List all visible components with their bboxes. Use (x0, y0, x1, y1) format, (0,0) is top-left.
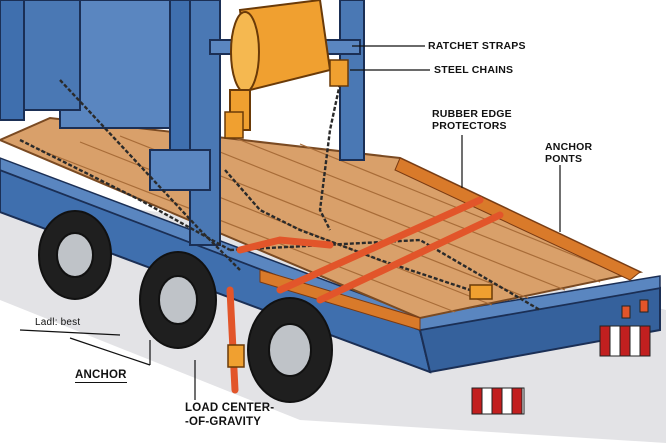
label-load-center-1: LOAD CENTER- (185, 402, 275, 414)
callout-lines (19, 45, 561, 400)
wheels (38, 210, 333, 403)
rubber-edge-protector (394, 157, 641, 281)
label-anchor: ANCHOR (75, 369, 127, 383)
label-anchor-points-1: ANCHOR (545, 141, 593, 153)
rubber-edge-protector-front (259, 269, 421, 331)
rear-lights (471, 299, 651, 415)
ratchet-straps (226, 196, 504, 394)
label-ratchet-straps: RATCHET STRAPS (428, 40, 526, 52)
label-steel-chains: STEEL CHAINS (434, 64, 514, 76)
label-load-center-2: -OF-GRAVITY (185, 416, 262, 428)
label-rubber-edge-2: PROTECTORS (432, 120, 507, 132)
label-rubber-edge-1: RUBBER EDGE (432, 108, 512, 120)
label-anchor-points-2: PONTS (545, 153, 583, 165)
orange-drum (229, 0, 332, 131)
steel-chains (19, 59, 541, 312)
label-ladl-best: Ladl: best (35, 317, 81, 328)
ratchet-buckles (224, 59, 493, 368)
